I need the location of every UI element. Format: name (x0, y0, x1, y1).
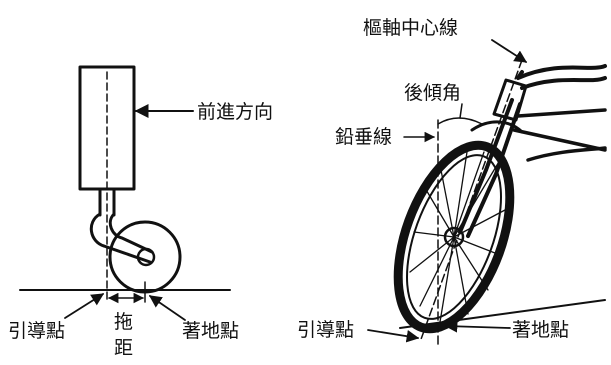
caster-fork (89, 212, 154, 264)
travel-direction-label: 前進方向 (197, 101, 273, 123)
caster-angle-pointer (459, 103, 463, 119)
plumb-line-label: 鉛垂線 (335, 126, 392, 148)
trail-label-char-2: 距 (114, 337, 133, 359)
caster-assembly (19, 65, 231, 304)
bicycle-frame (512, 108, 607, 162)
caster-angle-label: 後傾角 (404, 82, 461, 104)
head-tube (492, 78, 528, 122)
contact-point-left-label: 著地點 (182, 320, 239, 342)
bicycle-front-tire (393, 140, 515, 334)
contact-point-left-pointer (148, 295, 186, 321)
steering-axis-line (419, 59, 523, 343)
steering-axis-label: 樞軸中心線 (363, 17, 458, 39)
leading-point-right-pointer (367, 329, 420, 343)
leading-point-left-label: 引導點 (8, 320, 65, 342)
trail-label-char-1: 拖 (114, 311, 133, 333)
leading-point-left-pointer (64, 293, 105, 319)
ground-line-right (399, 299, 606, 329)
handlebar (516, 64, 607, 90)
leading-point-right-label: 引導點 (297, 319, 354, 341)
contact-point-right-label: 著地點 (512, 319, 569, 341)
steering-axis-pointer (491, 39, 528, 63)
bicycle-front-rim (406, 154, 502, 320)
bicycle-fork (458, 98, 522, 238)
contact-point-right-pointer (444, 320, 511, 333)
caster-angle-arc (437, 117, 483, 125)
caster-wheel-hub (136, 247, 156, 267)
bicycle-front (393, 59, 607, 346)
